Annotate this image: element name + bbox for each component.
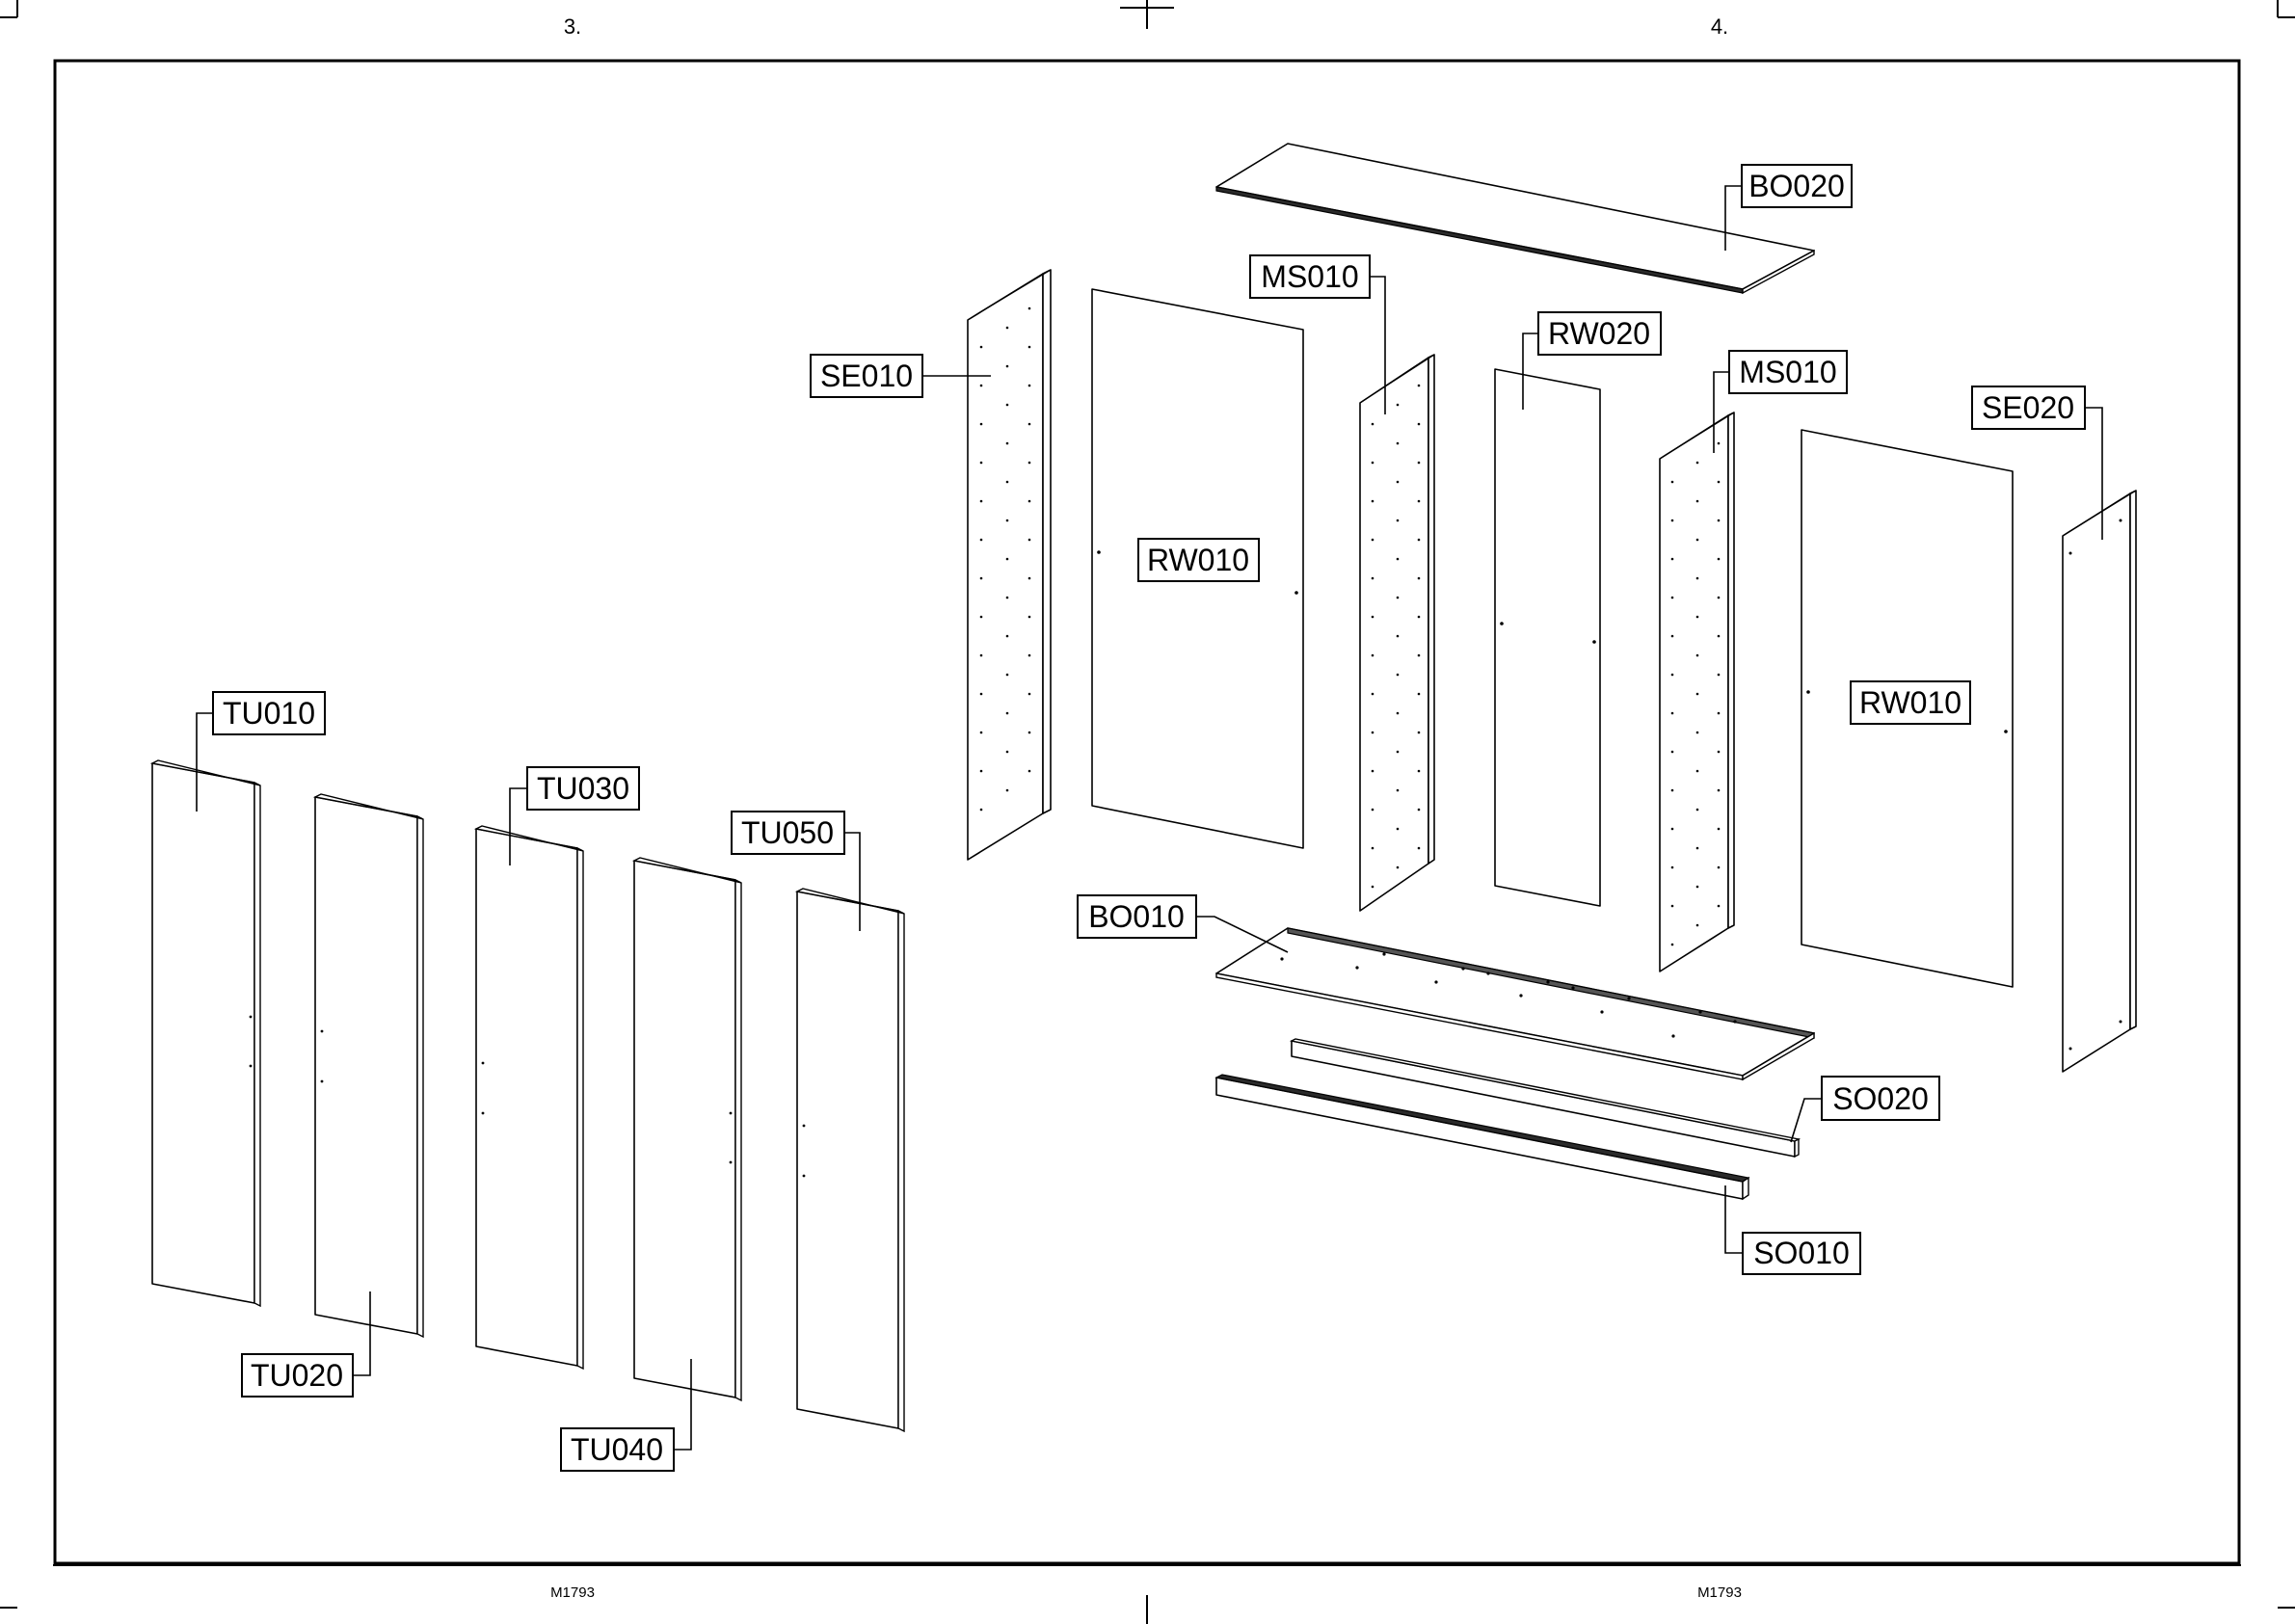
- svg-text:BO010: BO010: [1088, 899, 1185, 934]
- svg-text:MS010: MS010: [1739, 355, 1836, 389]
- part-tu030-door: [476, 826, 583, 1369]
- part-tu020-door: [315, 794, 423, 1337]
- svg-text:RW010: RW010: [1147, 543, 1249, 577]
- label-ms010-left: MS010: [1250, 255, 1370, 298]
- svg-text:SO010: SO010: [1753, 1236, 1850, 1270]
- svg-text:TU010: TU010: [223, 696, 315, 731]
- svg-text:TU050: TU050: [741, 815, 834, 850]
- svg-text:SO020: SO020: [1832, 1081, 1929, 1116]
- label-tu010: TU010: [213, 692, 325, 734]
- page-number-left: 3.: [564, 14, 581, 39]
- part-ms010-middle-side-right: [1660, 413, 1734, 972]
- part-rw020-back-panel: [1495, 369, 1600, 906]
- label-so020: SO020: [1822, 1077, 1939, 1120]
- label-rw010-left: RW010: [1138, 539, 1259, 581]
- svg-text:TU030: TU030: [537, 771, 629, 806]
- part-tu010-door: [152, 760, 260, 1306]
- svg-text:TU040: TU040: [571, 1432, 663, 1467]
- part-se010-side-panel: [968, 270, 1051, 860]
- footer-code-left: M1793: [550, 1584, 595, 1601]
- label-bo020: BO020: [1742, 165, 1852, 207]
- label-so010: SO010: [1743, 1233, 1860, 1274]
- label-bo010: BO010: [1078, 895, 1196, 938]
- svg-text:RW020: RW020: [1548, 316, 1650, 351]
- svg-text:BO020: BO020: [1748, 169, 1845, 203]
- page-number-right: 4.: [1711, 14, 1728, 39]
- label-rw020: RW020: [1538, 312, 1661, 355]
- part-se020-side-panel: [2063, 491, 2136, 1072]
- part-tu050-door: [797, 889, 904, 1431]
- svg-text:TU020: TU020: [251, 1358, 343, 1393]
- svg-text:RW010: RW010: [1859, 685, 1961, 720]
- svg-text:SE010: SE010: [820, 359, 913, 393]
- label-tu020: TU020: [242, 1354, 353, 1397]
- svg-text:MS010: MS010: [1261, 259, 1358, 294]
- label-ms010-right: MS010: [1729, 351, 1847, 393]
- part-tu040-door: [634, 858, 741, 1400]
- svg-text:SE020: SE020: [1982, 390, 2074, 425]
- label-se020: SE020: [1972, 386, 2085, 429]
- label-tu050: TU050: [732, 812, 844, 854]
- part-ms010-middle-side-left: [1360, 355, 1434, 911]
- label-rw010-right: RW010: [1851, 681, 1970, 724]
- label-tu030: TU030: [527, 767, 639, 810]
- label-tu040: TU040: [561, 1428, 674, 1471]
- footer-code-right: M1793: [1697, 1584, 1742, 1601]
- label-se010: SE010: [811, 355, 922, 397]
